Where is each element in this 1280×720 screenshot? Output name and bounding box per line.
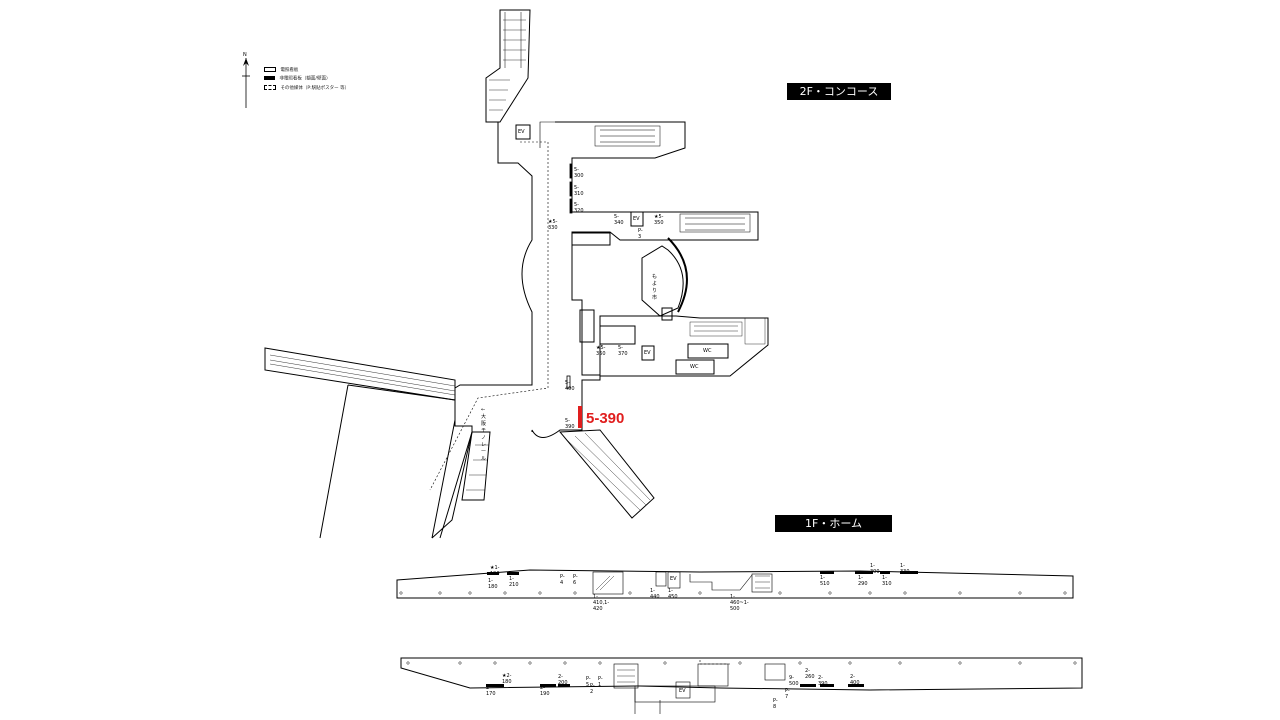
north-stairs xyxy=(485,9,531,123)
sign-1-210: 1-210 xyxy=(509,576,519,588)
sign-1-310: 1-310 xyxy=(882,575,892,587)
highlight-label: 5-390 xyxy=(586,410,625,427)
sign-2-400: 2-400 xyxy=(850,674,860,686)
sign-2-190: 2-190 xyxy=(540,685,550,697)
platform-1-ev: EV xyxy=(670,576,677,582)
sign-p-6: P-6 xyxy=(573,574,578,586)
other-media-icon xyxy=(264,85,276,90)
lit-sign-icon xyxy=(264,67,276,72)
southeast-stairs xyxy=(558,429,655,519)
sign-5-340: 5-340 xyxy=(614,214,624,226)
sign-1-290: 1-290 xyxy=(858,575,868,587)
monorail-label: ←大阪モノレール xyxy=(481,407,487,462)
platform-2-ev: EV xyxy=(679,688,686,694)
sign-5-320: 5-320 xyxy=(574,202,584,214)
wc-label-2: WC xyxy=(690,364,699,370)
legend-item-other: その他媒体（P:駅貼ポスター 等） xyxy=(264,85,349,92)
sign-9-500: 9-500 xyxy=(789,675,799,687)
sign-p-5: P-5 xyxy=(586,676,591,688)
highlight-marker xyxy=(578,406,582,428)
sign-p-4: P-4 xyxy=(560,574,565,586)
sign-p-8: P-8 xyxy=(773,698,778,710)
sign-5-400: 5-400 xyxy=(565,380,575,392)
building-sw xyxy=(319,384,473,539)
monorail-stairs xyxy=(269,354,456,396)
sign-1-440: 1-440 xyxy=(650,588,660,600)
platform-floor-label: 1F・ホーム xyxy=(775,515,892,532)
southeast-block xyxy=(599,315,769,377)
legend-item-unlit: 非電照看板（額面/壁面） xyxy=(264,76,330,83)
legend-item-lit: 電照看板 xyxy=(264,67,298,74)
sign-1-450: 1-450 xyxy=(668,588,678,600)
wc-box-2 xyxy=(675,359,715,375)
sign-5-310: 5-310 xyxy=(574,185,584,197)
sign-5-350: ★5-350 xyxy=(654,214,664,226)
sign-2-260: 2-260 xyxy=(805,668,815,680)
sign-1-460: 1-460~1-500 xyxy=(730,594,749,612)
wc-box-1 xyxy=(687,343,729,359)
sign-5-300: 5-300 xyxy=(574,167,584,179)
sign-1-330: 1-330 xyxy=(900,563,910,575)
unlit-sign-icon xyxy=(264,76,275,80)
sign-1-510: 1-510 xyxy=(820,575,830,587)
east-escalator xyxy=(679,213,751,233)
sign-p-7: P-7 xyxy=(785,688,790,700)
shop-label: もより市 xyxy=(652,274,658,301)
sign-p-1: P-1 xyxy=(598,676,603,688)
ev-label-2: EV xyxy=(633,216,640,222)
sign-1-300: 1-300 xyxy=(870,563,880,575)
sign-2-180: ★2-180 xyxy=(502,673,512,685)
ev-box-2 xyxy=(630,211,644,227)
platform-1-outline xyxy=(396,569,1074,599)
north-stairs-treads xyxy=(489,19,526,111)
dashed-route xyxy=(429,141,549,491)
sign-1-180: 1-180 xyxy=(488,578,498,590)
sign-p-3: P-3 xyxy=(638,228,643,240)
sign-2-200: 2-200 xyxy=(558,674,568,686)
north-arrow-icon xyxy=(242,58,250,108)
sign-5-370: 5-370 xyxy=(618,345,628,357)
north-label: N xyxy=(243,52,247,58)
platform-2-outline xyxy=(400,657,1083,691)
ev-label-1: EV xyxy=(518,129,525,135)
sign-2-170: 2-170 xyxy=(486,685,496,697)
sign-1-190: ★1-190 xyxy=(490,565,500,577)
sign-5-330: ★5-330 xyxy=(548,219,558,231)
sign-1-410: 1-410,1-420 xyxy=(593,594,610,612)
sign-5-360: ★5-360 xyxy=(596,345,606,357)
concourse-floor-label: 2F・コンコース xyxy=(787,83,891,100)
wc-label-1: WC xyxy=(703,348,712,354)
ev-box-3 xyxy=(641,345,655,361)
sign-p-2: P-2 xyxy=(590,683,595,695)
ev-label-3: EV xyxy=(644,350,651,356)
sign-5-390: 5-390 xyxy=(565,418,575,430)
northeast-escalator xyxy=(594,125,661,147)
sign-2-390: 2-390 xyxy=(818,675,828,687)
southwest-stairs xyxy=(461,431,491,501)
ev-box-1 xyxy=(515,124,531,140)
